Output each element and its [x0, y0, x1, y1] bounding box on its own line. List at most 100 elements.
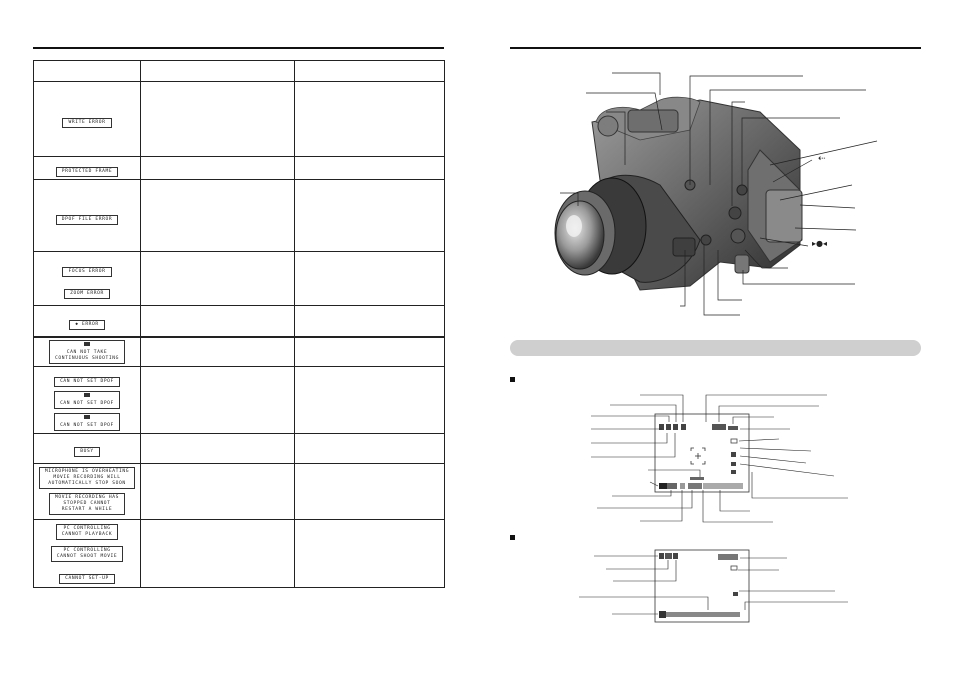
screen-icon	[718, 554, 738, 560]
table-row: PROTECTED FRAME	[33, 156, 445, 180]
shooting-screen-diagram	[654, 413, 750, 493]
callout-line	[689, 75, 803, 185]
screen-icon	[731, 452, 736, 457]
button-d	[730, 228, 746, 244]
lcd-message: ZOOM ERROR	[64, 288, 110, 299]
av-icon: ▸●◂	[812, 239, 828, 248]
lens-glass	[555, 200, 605, 270]
table-row: CAN NOT SET DPOF CAN NOT SET DPOF CAN NO…	[33, 365, 445, 434]
screen-icon	[681, 424, 686, 430]
table-row: PC CONTROLLING CANNOT PLAYBACK PC CONTRO…	[33, 518, 445, 588]
lcd-message: CAN NOT SET DPOF	[54, 412, 120, 431]
screen-bar	[703, 483, 743, 489]
playback-screen-diagram	[654, 549, 750, 623]
screen-bar	[667, 483, 677, 489]
mode-dial	[597, 115, 619, 137]
usb-icon: ⇠	[818, 154, 826, 164]
screen-frame	[654, 549, 750, 623]
section-heading-bar	[510, 340, 921, 356]
strap-mount	[734, 254, 750, 274]
table-header-row	[33, 60, 445, 82]
screen-icon	[728, 426, 738, 430]
screen-icon	[731, 470, 736, 474]
screen-icon	[673, 553, 678, 559]
screen-bar	[666, 612, 740, 617]
callout-line	[717, 250, 742, 301]
lcd-message: PC CONTROLLING CANNOT SHOOT MOVIE	[50, 546, 124, 562]
callout-line	[794, 227, 857, 231]
af-frame-icon	[690, 447, 706, 465]
shooting-screen-callouts	[591, 394, 848, 523]
camera-photo	[554, 96, 803, 291]
callout-line	[606, 111, 626, 165]
right-header-rule	[510, 47, 921, 49]
lens-warning-icon: ◆	[75, 321, 79, 327]
front-button-2	[700, 234, 712, 246]
mode-icon	[83, 341, 90, 346]
callout-line	[769, 140, 878, 166]
lcd-message: CAN NOT TAKE CONTINUOUS SHOOTING	[49, 339, 125, 364]
right-page	[477, 0, 954, 674]
screen-icon	[730, 565, 738, 571]
flash-housing	[627, 109, 679, 133]
terminal-cover	[765, 189, 803, 243]
screen-icon	[731, 462, 736, 466]
screen-bar	[659, 611, 666, 618]
callout-line	[709, 89, 866, 185]
lcd-message: CAN NOT SET DPOF	[54, 390, 120, 409]
lcd-message: ◆ ERROR	[69, 319, 105, 330]
callout-line	[779, 184, 853, 201]
button-b	[728, 206, 742, 220]
left-header-rule	[33, 47, 444, 49]
mode-icon	[83, 414, 90, 419]
callout-line	[560, 192, 579, 206]
screen-icon	[666, 424, 671, 430]
callout-line	[680, 250, 686, 307]
bullet-icon	[510, 377, 515, 382]
lcd-message: CAN NOT SET DPOF	[54, 376, 120, 387]
callout-line	[731, 101, 745, 206]
callout-line	[586, 92, 663, 131]
screen-bar	[659, 483, 667, 489]
table-row: MICROPHONE IS OVERHEATING MOVIE RECORDIN…	[33, 462, 445, 520]
button-c	[736, 184, 748, 196]
callout-line	[759, 237, 809, 247]
lcd-message: WRITE ERROR	[62, 118, 112, 128]
screen-icon	[733, 592, 738, 596]
screen-icon	[690, 477, 704, 480]
screen-bar	[688, 483, 702, 489]
callout-line	[799, 204, 856, 209]
screen-bar	[680, 483, 685, 489]
callout-line	[742, 270, 855, 285]
lens-reflection	[566, 215, 582, 237]
front-button	[672, 237, 696, 257]
mode-icon	[83, 392, 90, 397]
screen-icon	[659, 553, 664, 559]
error-message-table: WRITE ERROR PROTECTED FRAME DPOF FILE ER…	[33, 60, 445, 588]
callout-line	[703, 245, 740, 316]
playback-screen-callouts	[579, 555, 848, 615]
screen-icon	[673, 424, 678, 430]
table-row: ◆ ERROR	[33, 305, 445, 337]
left-page: WRITE ERROR PROTECTED FRAME DPOF FILE ER…	[33, 47, 445, 588]
screen-icon	[730, 438, 738, 444]
callout-line	[772, 159, 813, 183]
callout-line	[744, 249, 788, 269]
callout-line	[741, 117, 840, 185]
table-row: FOCUS ERROR ZOOM ERROR	[33, 251, 445, 306]
screen-icon	[712, 424, 726, 430]
lcd-message: MOVIE RECORDING HAS STOPPED CANNOT RESTA…	[49, 493, 125, 515]
lcd-message: CANNOT SET-UP	[59, 574, 115, 584]
table-row: CAN NOT TAKE CONTINUOUS SHOOTING	[33, 336, 445, 367]
table-row: WRITE ERROR	[33, 81, 445, 157]
bullet-icon	[510, 535, 515, 540]
lcd-message: PC CONTROLLING CANNOT PLAYBACK	[55, 524, 119, 540]
lcd-message: MICROPHONE IS OVERHEATING MOVIE RECORDIN…	[38, 467, 136, 489]
screen-icon	[665, 553, 672, 559]
callout-line	[612, 72, 661, 95]
lcd-message: PROTECTED FRAME	[55, 167, 119, 177]
screen-icon	[659, 424, 664, 430]
camera-callouts	[560, 72, 878, 316]
lcd-message: DPOF FILE ERROR	[55, 214, 119, 225]
